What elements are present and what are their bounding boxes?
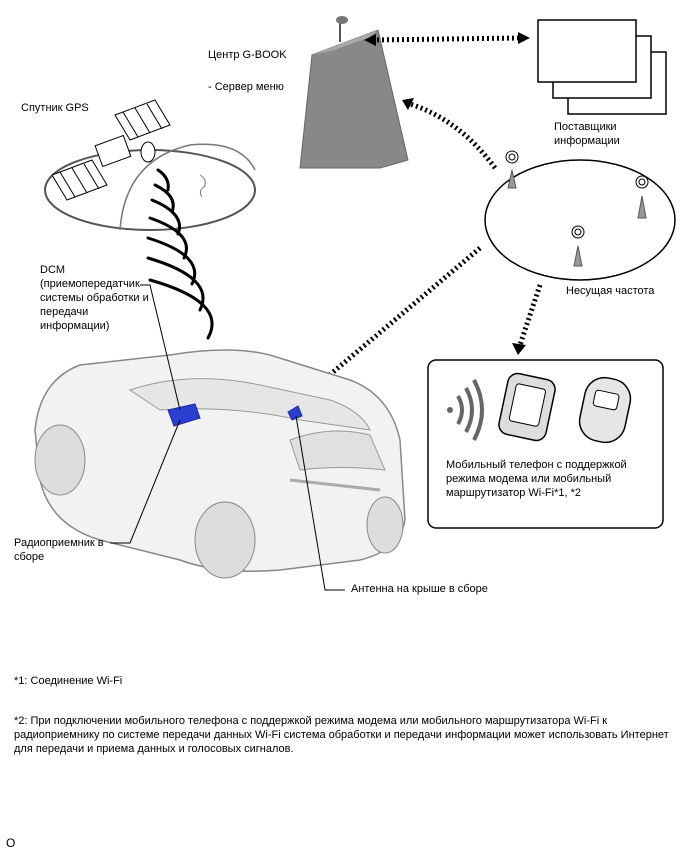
gbook-center-label: Центр G-BOOK <box>208 49 287 61</box>
gps-satellite-label: Спутник GPS <box>21 102 89 114</box>
carrier-frequency-label: Несущая частота <box>566 285 655 297</box>
dcm-unit <box>167 403 201 427</box>
footnote-2: *2: При подключении мобильного телефона … <box>14 715 669 755</box>
leader-lines <box>110 284 345 591</box>
info-providers-icon <box>537 19 667 115</box>
roof-antenna-label: Антенна на крыше в сборе <box>351 583 488 595</box>
cell-tower-icon <box>571 225 585 267</box>
gps-signal-arcs <box>146 168 214 340</box>
menu-server-label: - Сервер меню <box>208 81 284 93</box>
smartphone-icon <box>498 372 556 442</box>
mobile-router-icon <box>578 376 632 444</box>
gbook-center-building <box>299 16 409 169</box>
footnote-1: *1: Соединение Wi-Fi <box>14 675 123 687</box>
wifi-signal-icon <box>447 379 484 441</box>
carrier-network <box>484 150 676 281</box>
radio-receiver-label: Радиоприемник в сборе <box>14 537 104 563</box>
cell-tower-icon <box>505 150 519 189</box>
roof-antenna <box>287 405 303 421</box>
gps-satellite-icon <box>51 99 171 201</box>
cell-tower-icon <box>635 175 649 219</box>
dcm-label: DCM (приемопередатчик системы обработки … <box>40 264 149 332</box>
mobile-device-panel <box>427 359 664 529</box>
figure-code: O <box>6 836 16 850</box>
info-providers-label: Поставщики информации <box>554 121 620 147</box>
mobile-device-label: Мобильный телефон с поддержкой режима мо… <box>446 459 627 499</box>
